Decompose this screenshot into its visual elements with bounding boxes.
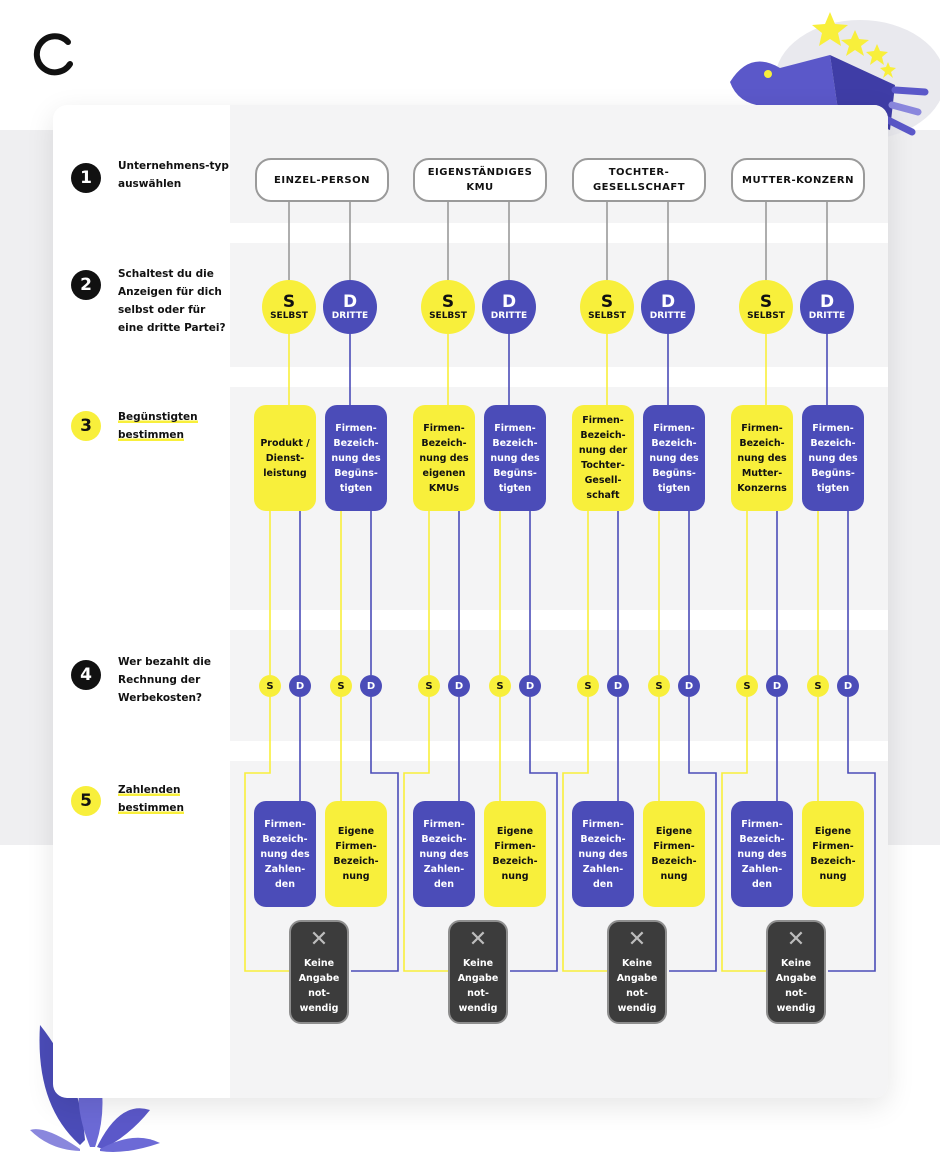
payer-self-dot: S [648,675,670,697]
payer-self-box: Eigene Firmen-Bezeich-nung [325,801,387,907]
payer-third-dot: D [519,675,541,697]
x-close-icon: ✕ [309,927,329,952]
step-3-number: 3 [71,411,101,441]
x-close-icon: ✕ [468,927,488,952]
payer-self-box: Eigene Firmen-Bezeich-nung [484,801,546,907]
step-1-number: 1 [71,163,101,193]
beneficiary-self-box: Firmen-Bezeich-nung der Tochter-Gesell-s… [572,405,634,511]
payer-third-dot: D [837,675,859,697]
company-type-tochtergesellschaft: TOCHTER-GESELLSCHAFT [572,158,706,202]
x-close-icon: ✕ [627,927,647,952]
connector-lines [244,200,876,972]
beneficiary-self-box: Produkt / Dienst-leistung [254,405,316,511]
connector-line [828,697,876,972]
no-entry-box: ✕Keine Angabe not-wendig [289,920,349,1024]
payer-self-box: Eigene Firmen-Bezeich-nung [643,801,705,907]
step-4-number: 4 [71,660,101,690]
payer-third-box: Firmen-Bezeich-nung des Zahlen-den [731,801,793,907]
connector-line [669,697,717,972]
payer-third-dot: D [289,675,311,697]
step-2-number: 2 [71,270,101,300]
connector-line [403,697,448,972]
row-separator [230,367,888,387]
row-separator [230,741,888,761]
connector-line [562,697,607,972]
payer-self-box: Eigene Firmen-Bezeich-nung [802,801,864,907]
arc-logo-icon [33,33,73,76]
step-5-label: Zahlenden bestimmen [118,784,184,814]
step-1-label: Unternehmens-typ auswählen [118,160,229,190]
beneficiary-self-box: Firmen-Bezeich-nung des Mutter-Konzerns [731,405,793,511]
connector-line [721,697,766,972]
payer-self-dot: S [736,675,758,697]
beneficiary-third-box: Firmen-Bezeich-nung des Begüns-tigten [643,405,705,511]
beneficiary-self-box: Firmen-Bezeich-nung des eigenen KMUs [413,405,475,511]
connector-line [510,697,558,972]
company-type-kmu: EIGENSTÄNDIGES KMU [413,158,547,202]
connector-line [244,697,289,972]
payer-third-box: Firmen-Bezeich-nung des Zahlen-den [254,801,316,907]
company-type-mutterkonzern: MUTTER-KONZERN [731,158,865,202]
payer-self-dot: S [489,675,511,697]
no-entry-box: ✕Keine Angabe not-wendig [448,920,508,1024]
row-separator [230,610,888,630]
payer-third-dot: D [678,675,700,697]
no-entry-box: ✕Keine Angabe not-wendig [607,920,667,1024]
row-separator [230,223,888,243]
step-3-label: Begünstigten bestimmen [118,411,198,441]
payer-third-box: Firmen-Bezeich-nung des Zahlen-den [572,801,634,907]
beneficiary-third-box: Firmen-Bezeich-nung des Begüns-tigten [802,405,864,511]
flowchart-card: 1 Unternehmens-typ auswählen 2 Schaltest… [53,105,888,1098]
payer-third-dot: D [448,675,470,697]
company-type-einzelperson: EINZEL-PERSON [255,158,389,202]
connector-line [351,697,399,972]
step-4-label: Wer bezahlt die Rechnung der Werbekosten… [118,656,211,704]
payer-self-dot: S [577,675,599,697]
step-2-label: Schaltest du die Anzeigen für dich selbs… [118,268,226,334]
x-close-icon: ✕ [786,927,806,952]
beneficiary-third-box: Firmen-Bezeich-nung des Begüns-tigten [325,405,387,511]
beneficiary-third-box: Firmen-Bezeich-nung des Begüns-tigten [484,405,546,511]
payer-third-box: Firmen-Bezeich-nung des Zahlen-den [413,801,475,907]
payer-self-dot: S [259,675,281,697]
no-entry-box: ✕Keine Angabe not-wendig [766,920,826,1024]
payer-self-dot: S [807,675,829,697]
payer-self-dot: S [330,675,352,697]
payer-self-dot: S [418,675,440,697]
payer-third-dot: D [607,675,629,697]
payer-third-dot: D [766,675,788,697]
payer-third-dot: D [360,675,382,697]
step-5-number: 5 [71,786,101,816]
